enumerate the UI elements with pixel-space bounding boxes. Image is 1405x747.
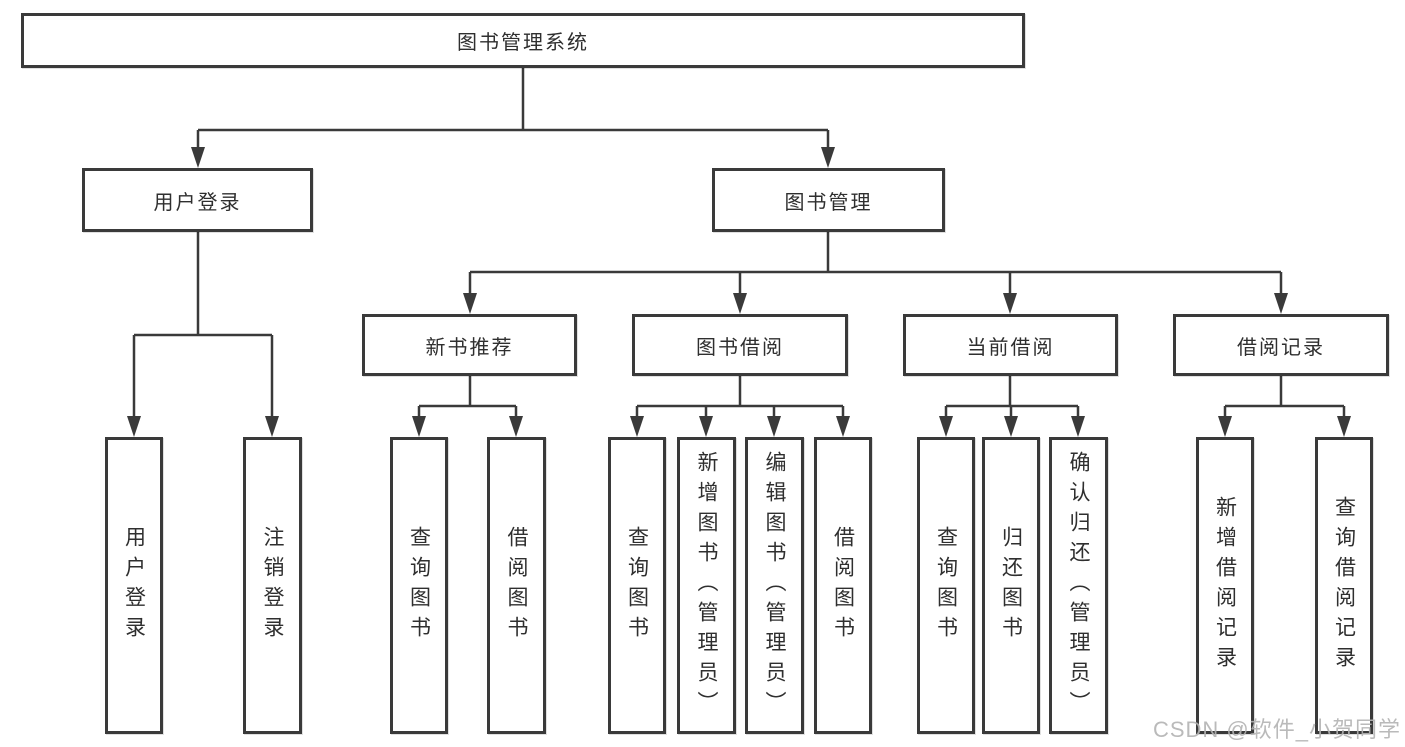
- arrow-down-icon: [509, 416, 523, 437]
- leaf-label: 借阅图书: [505, 525, 528, 646]
- leaf-label: 编辑图书（管理员）: [763, 450, 786, 721]
- node-label: 借阅记录: [1237, 336, 1325, 359]
- arrow-down-icon: [1004, 416, 1018, 437]
- leaf-label: 用户登录: [122, 525, 146, 646]
- arrow-down-icon: [127, 416, 141, 437]
- arrow-down-icon: [463, 293, 477, 314]
- arrow-down-icon: [733, 293, 747, 314]
- leaf-query-books-current: 查询图书: [917, 437, 975, 734]
- arrow-down-icon: [1071, 416, 1085, 437]
- csdn-watermark: CSDN @软件_小贺同学: [1152, 717, 1401, 742]
- arrow-down-icon: [630, 416, 644, 437]
- leaf-label: 新增图书（管理员）: [695, 450, 718, 721]
- node-book-management: 图书管理: [712, 168, 945, 232]
- leaf-query-books-borrowing: 查询图书: [608, 437, 666, 734]
- leaf-logout: 注销登录: [243, 437, 302, 734]
- leaf-label: 注销登录: [261, 525, 284, 646]
- node-label: 当前借阅: [966, 336, 1055, 359]
- arrow-down-icon: [767, 416, 781, 437]
- arrow-down-icon: [191, 147, 205, 168]
- node-current-borrowing: 当前借阅: [903, 314, 1118, 376]
- node-label: 新书推荐: [425, 336, 514, 359]
- node-book-borrowing: 图书借阅: [632, 314, 848, 376]
- node-borrowing-records: 借阅记录: [1173, 314, 1389, 376]
- node-new-book-recommendation: 新书推荐: [362, 314, 577, 376]
- arrow-down-icon: [699, 416, 713, 437]
- node-label: 图书借阅: [696, 336, 784, 359]
- leaf-borrow-books-recommend: 借阅图书: [487, 437, 546, 734]
- leaf-user-login: 用户登录: [105, 437, 163, 734]
- arrow-down-icon: [1218, 416, 1232, 437]
- leaf-label: 确认归还（管理员）: [1067, 450, 1090, 721]
- leaf-borrow-books: 借阅图书: [814, 437, 872, 734]
- leaf-confirm-return-admin: 确认归还（管理员）: [1049, 437, 1108, 734]
- leaf-return-books: 归还图书: [982, 437, 1040, 734]
- arrow-down-icon: [939, 416, 953, 437]
- leaf-query-borrow-record: 查询借阅记录: [1315, 437, 1373, 734]
- leaf-label: 查询图书: [934, 525, 958, 646]
- arrow-down-icon: [836, 416, 850, 437]
- arrow-down-icon: [412, 416, 426, 437]
- leaf-add-books-admin: 新增图书（管理员）: [677, 437, 736, 734]
- leaf-label: 查询图书: [625, 525, 649, 646]
- node-user-login: 用户登录: [82, 168, 313, 232]
- arrow-down-icon: [1274, 293, 1288, 314]
- leaf-label: 查询图书: [407, 525, 431, 646]
- leaf-query-books-recommend: 查询图书: [390, 437, 448, 734]
- arrow-down-icon: [1337, 416, 1351, 437]
- node-label: 用户登录: [153, 191, 242, 214]
- leaf-label: 归还图书: [999, 525, 1023, 646]
- arrow-down-icon: [265, 416, 279, 437]
- node-label: 图书管理系统: [457, 32, 589, 54]
- leaf-edit-books-admin: 编辑图书（管理员）: [745, 437, 804, 734]
- arrow-down-icon: [1003, 293, 1017, 314]
- leaf-label: 查询借阅记录: [1332, 495, 1356, 676]
- node-label: 图书管理: [784, 191, 873, 214]
- node-library-management-system: 图书管理系统: [21, 13, 1025, 68]
- arrow-down-icon: [821, 147, 835, 168]
- leaf-label: 借阅图书: [831, 525, 855, 646]
- leaf-add-borrow-record: 新增借阅记录: [1196, 437, 1254, 734]
- leaf-label: 新增借阅记录: [1213, 495, 1237, 676]
